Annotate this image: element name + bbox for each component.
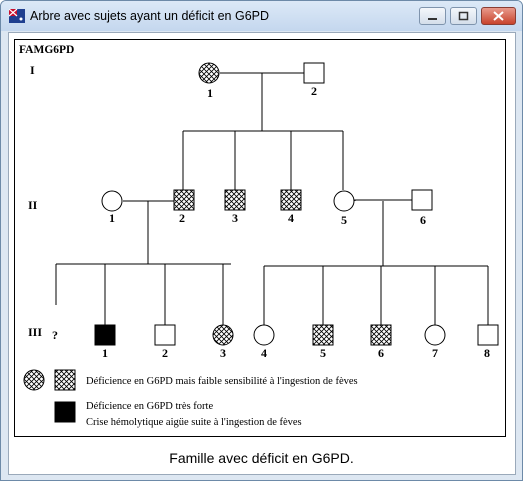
legend-severe-line2: Crise hémolytique aigüe suite à l'ingest… bbox=[86, 417, 302, 428]
gen3-number-6: 6 bbox=[378, 346, 384, 360]
window-title: Arbre avec sujets ayant un déficit en G6… bbox=[30, 9, 270, 23]
gen3-female-3 bbox=[212, 324, 234, 346]
gen3-female-4 bbox=[253, 324, 275, 346]
gen2-number-1: 1 bbox=[109, 211, 115, 225]
gen3-male-8 bbox=[477, 324, 499, 346]
gen2-number-6: 6 bbox=[420, 213, 426, 227]
gen1-number-1: 1 bbox=[207, 86, 213, 100]
legend-mild-female-symbol bbox=[23, 369, 45, 391]
gen2-number-4: 4 bbox=[288, 211, 294, 225]
gen1-male-2 bbox=[303, 62, 325, 84]
generation-label-2: II bbox=[28, 198, 38, 212]
gen3-male-6 bbox=[370, 324, 392, 346]
gen3-number-1: 1 bbox=[102, 346, 108, 360]
gen3-number-2: 2 bbox=[162, 346, 168, 360]
legend-mild-male-symbol bbox=[54, 369, 76, 391]
gen2-male-3 bbox=[224, 189, 246, 211]
gen3-male-2 bbox=[154, 324, 176, 346]
legend-mild-text: Déficience en G6PD mais faible sensibili… bbox=[86, 376, 358, 387]
gen2-number-5: 5 bbox=[341, 213, 347, 227]
gen3-number-7: 7 bbox=[432, 346, 438, 360]
generation-label-1: I bbox=[30, 63, 35, 77]
pedigree-figure: FAMG6PD I II III ? 1 2 1 2 3 4 5 6 1 2 3… bbox=[14, 39, 506, 437]
gen2-female-1 bbox=[101, 190, 123, 212]
close-icon bbox=[493, 11, 504, 21]
gen1-female-1 bbox=[198, 62, 220, 84]
pedigree-lines bbox=[55, 72, 489, 325]
gen3-number-8: 8 bbox=[484, 346, 490, 360]
gen3-male-5 bbox=[312, 324, 334, 346]
gen2-female-5 bbox=[333, 190, 355, 212]
generation-label-3: III bbox=[28, 325, 42, 339]
gen2-number-2: 2 bbox=[179, 211, 185, 225]
gen1-number-2: 2 bbox=[311, 84, 317, 98]
legend-severe-symbol bbox=[54, 401, 76, 423]
gen2-number-3: 3 bbox=[232, 211, 238, 225]
pedigree-frame bbox=[14, 39, 506, 437]
figure-caption: Famille avec déficit en G6PD. bbox=[169, 450, 354, 466]
gen3-female-7 bbox=[424, 324, 446, 346]
maximize-icon bbox=[458, 11, 469, 21]
minimize-icon bbox=[428, 18, 437, 20]
close-button[interactable] bbox=[481, 7, 516, 25]
title-bar[interactable]: Arbre avec sujets ayant un déficit en G6… bbox=[1, 1, 522, 31]
minimize-button[interactable] bbox=[419, 7, 446, 25]
gen3-number-5: 5 bbox=[320, 346, 326, 360]
unknown-marker: ? bbox=[52, 328, 58, 342]
gen2-male-6 bbox=[411, 189, 433, 211]
legend-severe-line1: Déficience en G6PD très forte bbox=[86, 401, 213, 412]
gen3-number-4: 4 bbox=[261, 346, 267, 360]
flag-icon bbox=[9, 9, 25, 23]
gen3-number-3: 3 bbox=[220, 346, 226, 360]
maximize-button[interactable] bbox=[450, 7, 477, 25]
gen2-male-2 bbox=[173, 189, 195, 211]
gen2-male-4 bbox=[280, 189, 302, 211]
gen3-male-1 bbox=[94, 324, 116, 346]
family-id: FAMG6PD bbox=[19, 44, 74, 56]
